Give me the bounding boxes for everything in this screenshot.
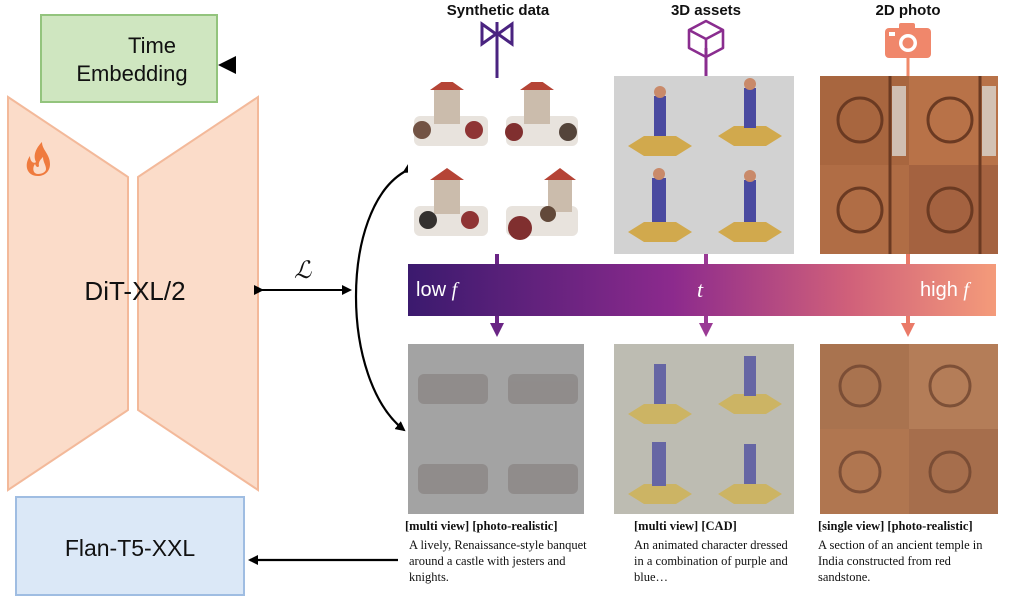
- encoder-trapezoid: [7, 95, 129, 492]
- timestep-symbol: t: [697, 277, 704, 302]
- high-frequency-label: high f: [920, 279, 969, 301]
- time-arrow-head: [218, 56, 236, 74]
- assets-clean-image: [614, 76, 794, 254]
- camera-icon: [885, 23, 931, 58]
- synthetic-noisy-image: [408, 344, 584, 514]
- frequency-bar: [408, 264, 996, 316]
- synthetic-caption: A lively, Renaissance-style banquet arou…: [409, 538, 587, 584]
- low-frequency-label: low f: [416, 279, 458, 301]
- photo-clean-image: [820, 76, 998, 254]
- photo-caption: A section of an ancient temple in India …: [818, 538, 983, 584]
- assets-noisy-image: [614, 344, 794, 514]
- cube-icon: [687, 19, 725, 59]
- time-embedding-line1: Time: [127, 33, 177, 58]
- time-embedding-line2: Embedding: [76, 61, 188, 86]
- text-encoder-label: Flan-T5-XXL: [64, 535, 196, 561]
- time-embedding-box: Time Embedding: [40, 14, 218, 103]
- synthetic-data-icon: [480, 21, 514, 48]
- decoder-trapezoid: [137, 95, 259, 492]
- synthetic-tag: [multi view] [photo-realistic]: [405, 519, 558, 533]
- assets-caption: An animated character dressed in a combi…: [634, 538, 788, 584]
- loss-curve: [355, 163, 414, 432]
- text-encoder-box: Flan-T5-XXL: [15, 496, 245, 596]
- loss-symbol: ℒ: [294, 256, 312, 284]
- source-label-2d-photo: 2D photo: [875, 2, 941, 19]
- photo-tag: [single view] [photo-realistic]: [818, 519, 973, 533]
- backbone-label: DiT-XL/2: [84, 276, 186, 306]
- flame-icon: [26, 142, 50, 176]
- assets-tag: [multi view] [CAD]: [634, 519, 737, 533]
- source-label-3d-assets: 3D assets: [670, 2, 742, 19]
- source-label-synthetic: Synthetic data: [446, 2, 550, 19]
- photo-noisy-image: [820, 344, 998, 514]
- synthetic-clean-image: [408, 82, 584, 254]
